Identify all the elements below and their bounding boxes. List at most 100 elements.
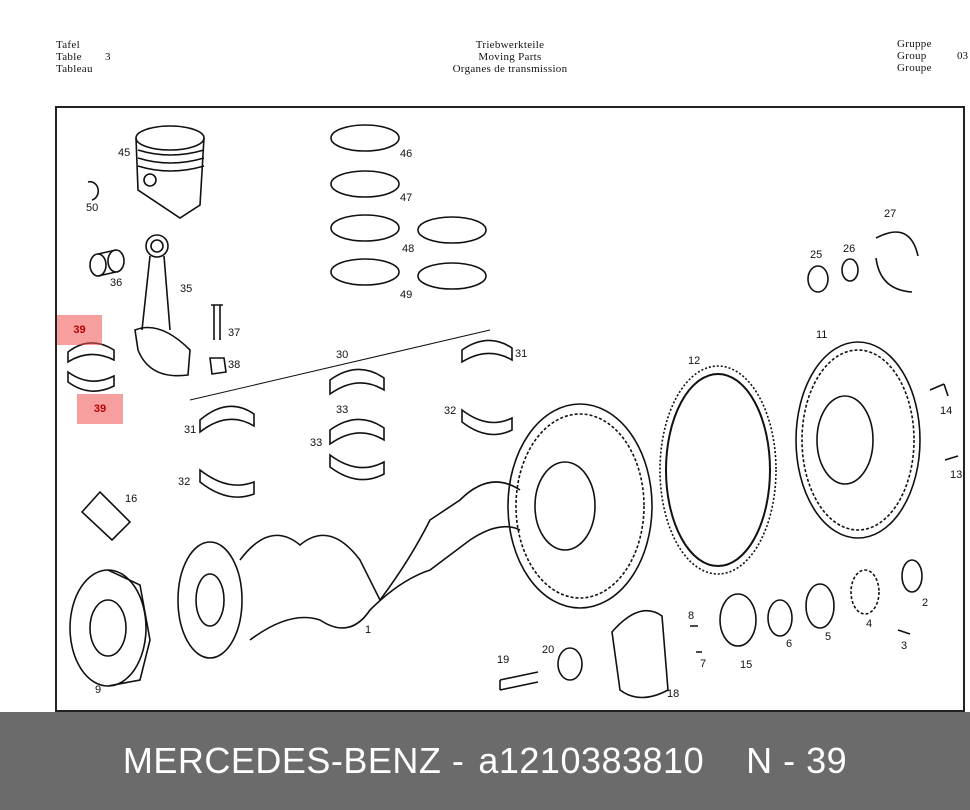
part-label: 31: [184, 424, 196, 436]
part-label: 7: [700, 658, 706, 670]
bearing-shell-icon: [67, 342, 115, 364]
part-label: 11: [816, 329, 827, 341]
ring-icon: [901, 559, 923, 593]
part-label: 27: [884, 208, 896, 220]
diagram-frame: [55, 106, 965, 712]
highlight-marker-top: 39: [57, 315, 102, 345]
header-center-line: Triebwerkteile: [475, 39, 545, 51]
nut-icon: [209, 357, 227, 375]
bearing-shell-icon: [329, 453, 385, 481]
part-label: 46: [400, 148, 412, 160]
snap-ring-icon: [87, 180, 100, 201]
bolt-icon: [929, 383, 949, 397]
part-label: 8: [688, 610, 694, 622]
leader-line: [189, 329, 491, 401]
seal-icon: [767, 599, 793, 637]
header-right-line: Group: [897, 50, 927, 62]
bearing-shell-icon: [461, 339, 513, 364]
part-label: 25: [810, 249, 822, 261]
sprocket-icon: [850, 569, 880, 615]
table-number: 3: [105, 51, 111, 63]
part-label: 47: [400, 192, 412, 204]
bearing-shell-icon: [329, 418, 385, 446]
header-left-titles: Tafel Table Tableau: [56, 39, 93, 75]
part-label: 37: [228, 327, 240, 339]
bearing-shell-icon: [461, 408, 513, 436]
part-label: 3: [901, 640, 907, 652]
header-left-line: Tafel: [56, 39, 80, 51]
part-label: 4: [866, 618, 872, 630]
header-left-line: Table: [56, 51, 82, 63]
part-label: 35: [180, 283, 192, 295]
washer-icon: [557, 647, 583, 681]
spacer-icon: [805, 583, 835, 629]
part-label: 49: [400, 289, 412, 301]
part-label: 38: [228, 359, 240, 371]
part-label: 45: [118, 147, 130, 159]
key-icon: [897, 629, 911, 635]
bolt-icon: [499, 671, 539, 691]
oil-ring-expander-icon: [417, 262, 487, 290]
highlight-marker-bottom: 39: [77, 394, 123, 424]
bearing-icon: [807, 265, 829, 293]
header-center-line: Organes de transmission: [452, 63, 568, 75]
flywheel-teeth-icon: [801, 349, 915, 531]
piston-ring-icon: [330, 170, 400, 198]
bearing-shell-icon: [199, 468, 255, 498]
header-center-line: Moving Parts: [478, 51, 542, 63]
header-right-line: Gruppe: [897, 38, 932, 50]
part-label: 12: [688, 355, 700, 367]
connecting-rod-icon: [134, 234, 191, 377]
flywheel-icon: [507, 403, 653, 609]
flywheel-icon: [795, 341, 921, 539]
part-label: 19: [497, 654, 509, 666]
header-center-titles: Triebwerkteile Moving Parts Organes de t…: [400, 39, 620, 75]
part-label: 2: [922, 597, 928, 609]
part-label: 20: [542, 644, 554, 656]
part-label: 30: [336, 349, 348, 361]
dowel-icon: [944, 455, 959, 461]
part-label: 6: [786, 638, 792, 650]
piston-ring-icon: [330, 124, 400, 152]
bearing-shell-icon: [329, 368, 385, 396]
ring-gear-icon: [665, 373, 771, 567]
seal-icon: [841, 258, 859, 282]
ring-gear-teeth-icon: [659, 365, 777, 575]
part-label: 36: [110, 277, 122, 289]
header-right-titles: Gruppe Group Groupe: [897, 38, 932, 74]
bushing-icon: [89, 249, 125, 277]
piston-ring-icon: [330, 214, 400, 242]
pulley-icon: [69, 569, 151, 687]
piston-ring-icon: [330, 258, 400, 286]
bearing-shell-icon: [67, 370, 115, 392]
part-label: 5: [825, 631, 831, 643]
part-label: 13: [950, 469, 962, 481]
part-label: 15: [740, 659, 752, 671]
header-left-line: Tableau: [56, 63, 93, 75]
oil-ring-expander-icon: [417, 216, 487, 244]
flywheel-hub-icon: [816, 395, 874, 485]
bearing-shell-icon: [199, 405, 255, 434]
part-label: 32: [178, 476, 190, 488]
part-label: 48: [402, 243, 414, 255]
part-label: 9: [95, 684, 101, 696]
footer-reference: N - 39: [746, 740, 848, 781]
damper-icon: [611, 609, 669, 699]
crankshaft-icon: [177, 481, 521, 659]
part-label: 33: [310, 437, 322, 449]
bracket-icon: [80, 490, 132, 542]
pin-icon: [690, 625, 702, 653]
part-label: 16: [125, 493, 137, 505]
part-label: 1: [365, 624, 371, 636]
footer-part-code: a1210383810: [478, 740, 705, 781]
part-label: 18: [667, 688, 679, 700]
exploded-parts-diagram: 45 46 47 48 49 50 36 35 37 38 30 31 31 3…: [67, 124, 962, 700]
part-label: 14: [940, 405, 952, 417]
part-label: 31: [515, 348, 527, 360]
bolt-icon: [211, 304, 223, 340]
header-right-line: Groupe: [897, 62, 932, 74]
part-label: 50: [86, 202, 98, 214]
piston-icon: [135, 125, 205, 219]
